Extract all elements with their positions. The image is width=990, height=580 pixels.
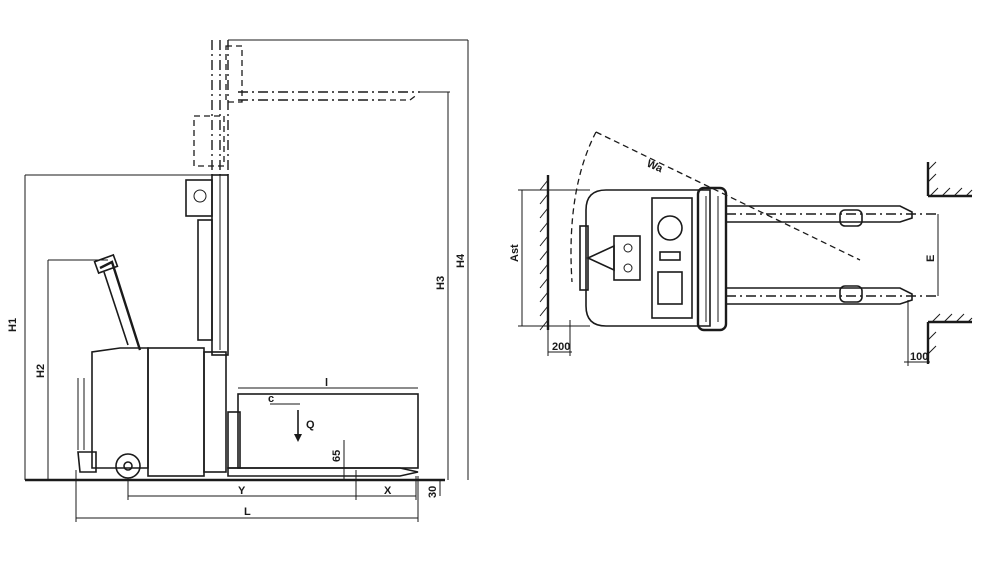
turning-radius-label: Wa — [645, 158, 665, 176]
tiller-arm-inner — [103, 271, 129, 346]
tiller-handle-top — [586, 244, 615, 272]
ground-clearance-label: 30 — [427, 486, 439, 498]
raised-fork-tip — [380, 93, 419, 101]
raised-carriage — [225, 45, 243, 103]
load-label: Q — [306, 419, 315, 431]
mast-head — [185, 179, 213, 217]
battery-block — [657, 271, 683, 305]
left-wall-hatching — [539, 179, 549, 331]
battery-compartment — [651, 197, 693, 319]
load-center-label: c — [268, 393, 274, 405]
lift-cylinder — [197, 219, 213, 341]
chain-pulley — [193, 189, 207, 203]
h3-label: H3 — [435, 276, 447, 290]
upper-load-wheel — [839, 209, 863, 227]
control-knob-1 — [623, 243, 633, 253]
load-arrow-head — [294, 434, 302, 442]
drive-wheel — [115, 453, 141, 479]
control-knob-2 — [623, 263, 633, 273]
aisle-width-label: Ast — [509, 244, 521, 262]
load-box — [237, 393, 419, 469]
fork-length-label: l — [325, 377, 328, 389]
fork-spread-label: E — [925, 255, 937, 262]
h4-label: H4 — [455, 253, 467, 268]
tiller-head — [93, 253, 119, 275]
h1-label: H1 — [7, 318, 19, 332]
drive-wheel-top — [657, 215, 683, 241]
lower-load-wheel — [839, 285, 863, 303]
fork-height-label: 65 — [331, 450, 343, 462]
rear-step — [77, 451, 97, 473]
raised-mast-head — [193, 115, 225, 167]
side-view: H1 H2 H4 — [7, 39, 469, 522]
display-panel — [659, 251, 681, 261]
upper-fork — [725, 205, 913, 223]
l-label: L — [244, 506, 251, 518]
drive-unit-body — [147, 347, 205, 477]
drive-wheel-hub — [123, 461, 133, 471]
tiller-head-top — [613, 235, 641, 281]
left-clearance-label: 200 — [552, 341, 570, 353]
top-view: Ast 200 Wa E — [509, 131, 973, 366]
right-wall-upper-hatching — [927, 161, 973, 197]
turning-radius-line — [595, 131, 861, 261]
y-label: Y — [238, 485, 246, 497]
operator-platform — [91, 347, 149, 469]
right-wall-lower-hatching — [927, 313, 973, 355]
x-label: X — [384, 485, 392, 497]
mast-base — [203, 351, 227, 473]
mast-top-view — [696, 186, 728, 332]
right-clearance-label: 100 — [910, 351, 928, 363]
turning-arc — [570, 131, 597, 283]
tiller-arm — [99, 260, 142, 351]
fork — [227, 467, 419, 477]
lower-fork — [725, 287, 913, 305]
chassis-outline — [585, 189, 711, 327]
h2-label: H2 — [35, 364, 47, 378]
